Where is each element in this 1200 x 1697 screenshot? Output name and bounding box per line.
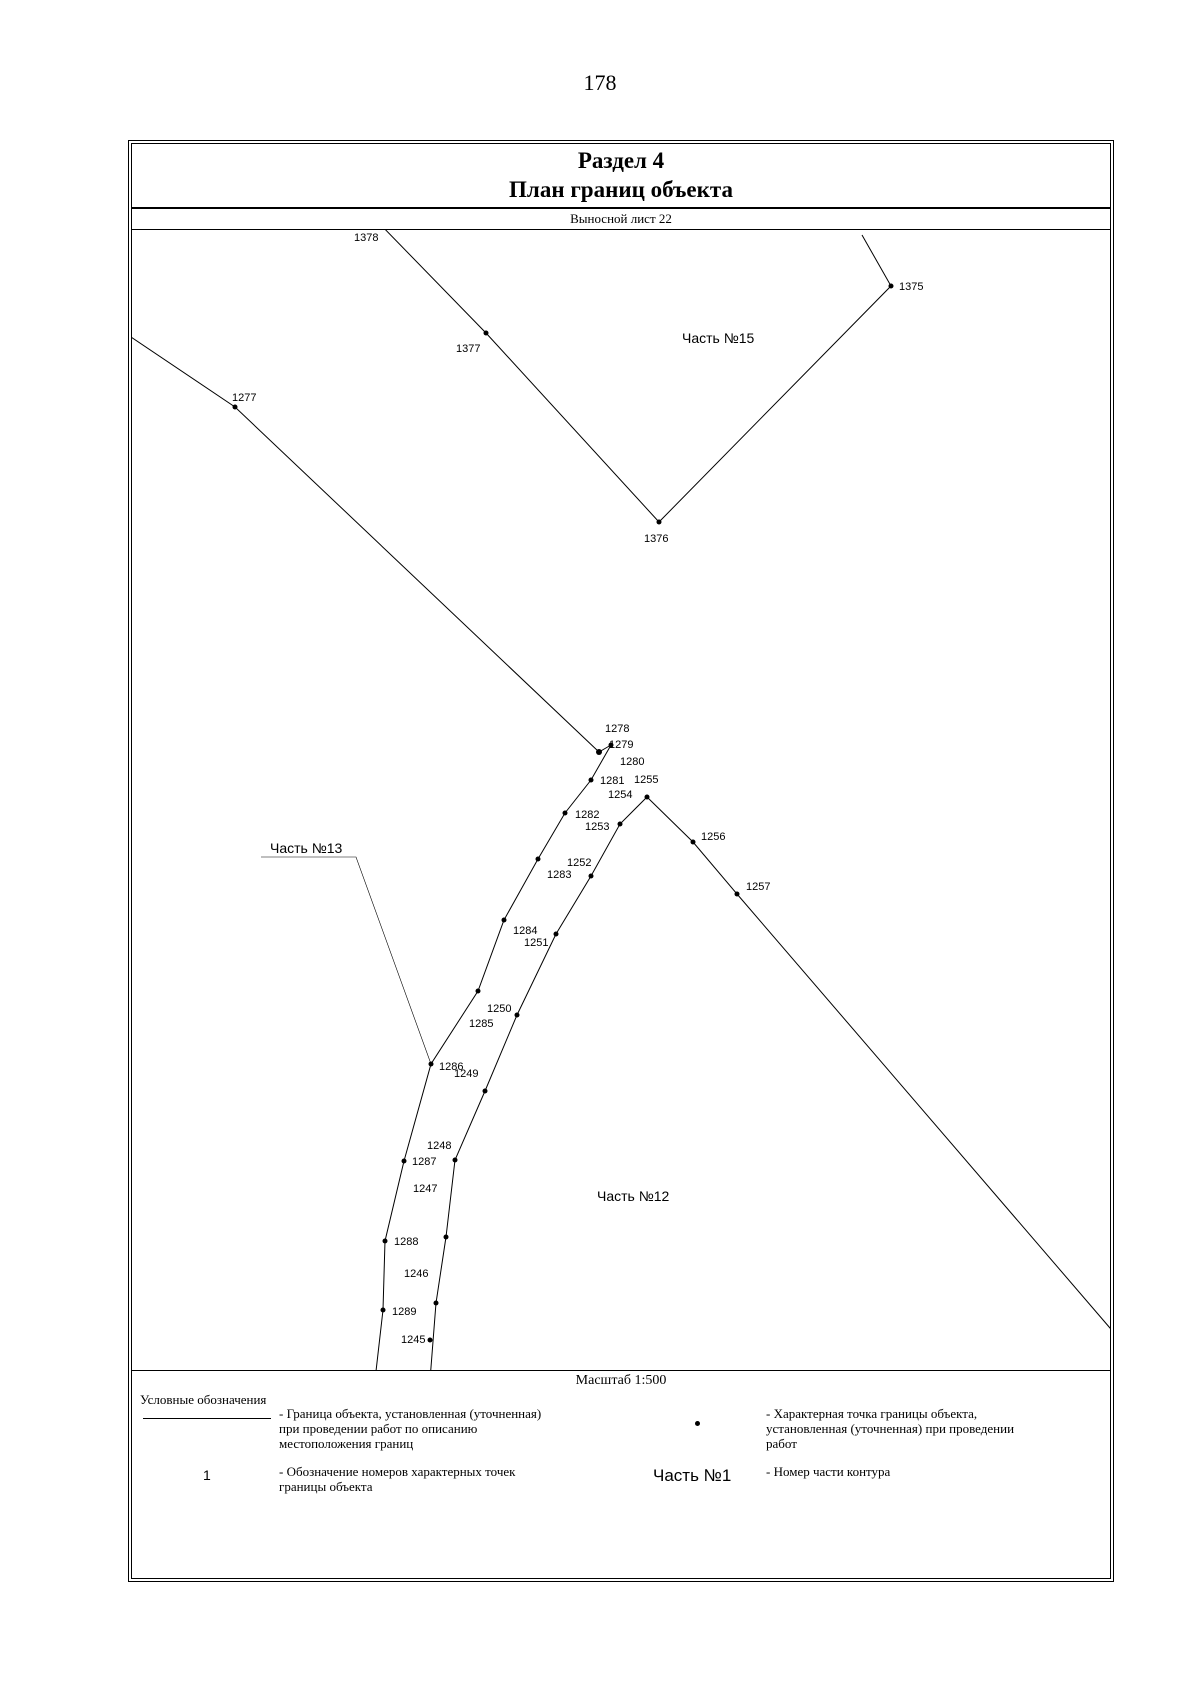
point-1256	[690, 839, 696, 845]
point-1285	[475, 988, 481, 994]
part-label-13: Часть №13	[270, 840, 343, 856]
label-1287: 1287	[412, 1156, 436, 1168]
legend-title: Условные обозначения	[140, 1392, 267, 1407]
point-1282	[562, 810, 568, 816]
label-1281: 1281	[600, 775, 624, 787]
point-1251	[553, 931, 559, 937]
label-1256: 1256	[701, 831, 725, 843]
plan-title: План границ объекта	[509, 177, 733, 202]
label-1289: 1289	[392, 1306, 416, 1318]
point-1281	[588, 777, 594, 783]
legend-part-desc: - Номер части контура	[766, 1464, 891, 1479]
legend: Условные обозначения - Граница объекта, …	[131, 1390, 1111, 1579]
part-label-12: Часть №12	[597, 1188, 670, 1204]
label-1284: 1284	[513, 925, 537, 937]
label-1257: 1257	[746, 881, 770, 893]
legend-number-desc-1: - Обозначение номеров характерных точек	[279, 1464, 516, 1479]
boundary-line-1277-1278	[131, 336, 612, 753]
legend-number-desc: - Обозначение номеров характерных точек …	[279, 1464, 515, 1494]
label-1247: 1247	[413, 1183, 437, 1195]
point-1245	[427, 1337, 433, 1343]
point-1278	[596, 749, 602, 755]
point-1249	[482, 1088, 488, 1094]
label-1251: 1251	[524, 937, 548, 949]
point-1377	[483, 330, 489, 336]
point-1376	[656, 519, 662, 525]
boundary-line-1255-1257	[646, 796, 1111, 1330]
point-1284	[501, 917, 507, 923]
legend-point-desc-3: работ	[766, 1436, 797, 1451]
point-1375	[888, 283, 894, 289]
legend-point-desc: - Характерная точка границы объекта, уст…	[766, 1406, 1014, 1451]
label-1252: 1252	[567, 857, 591, 869]
page-number: 178	[583, 70, 617, 95]
label-1376: 1376	[644, 533, 668, 545]
point-1252	[588, 873, 594, 879]
legend-number-desc-2: границы объекта	[279, 1479, 373, 1494]
point-1253	[617, 821, 623, 827]
point-1289	[380, 1307, 386, 1313]
part13-leader-line	[261, 856, 432, 1065]
label-1375: 1375	[899, 281, 923, 293]
legend-line-desc: - Граница объекта, установленная (уточне…	[279, 1406, 541, 1451]
label-1248: 1248	[427, 1140, 451, 1152]
legend-line-sample	[143, 1418, 271, 1419]
point-1283	[535, 856, 541, 862]
label-1279: 1279	[609, 739, 633, 751]
point-1286	[428, 1061, 434, 1067]
label-1285: 1285	[469, 1018, 493, 1030]
legend-line-desc-2: при проведении работ по описанию	[279, 1421, 478, 1436]
point-1288	[382, 1238, 388, 1244]
boundary-line-part15-left	[385, 230, 660, 523]
label-1245: 1245	[401, 1334, 425, 1346]
point-1255	[644, 794, 650, 800]
legend-point-sample	[695, 1421, 700, 1426]
point-1248	[452, 1157, 458, 1163]
legend-point-desc-1: - Характерная точка границы объекта,	[766, 1406, 978, 1421]
sheet-label: Выносной лист 22	[131, 210, 1111, 230]
point-1247	[443, 1234, 449, 1240]
legend-part-sample: Часть №1	[653, 1466, 732, 1485]
legend-number-sample: 1	[203, 1467, 211, 1483]
boundary-line-part15-right	[658, 234, 892, 523]
point-1246	[433, 1300, 439, 1306]
label-1255: 1255	[634, 774, 658, 786]
label-1280: 1280	[620, 756, 644, 768]
label-1254: 1254	[608, 789, 632, 801]
boundary-line-part13-inner	[430, 796, 648, 1370]
label-1283: 1283	[547, 869, 571, 881]
scale-label: Масштаб 1:500	[131, 1370, 1111, 1390]
part-label-15: Часть №15	[682, 330, 755, 346]
label-1278: 1278	[605, 723, 629, 735]
section-title: Раздел 4	[577, 148, 665, 173]
point-1257	[734, 891, 740, 897]
label-1282: 1282	[575, 809, 599, 821]
label-1246: 1246	[404, 1268, 428, 1280]
label-1377: 1377	[456, 343, 480, 355]
boundary-map: 1378 1375 1377 1376 1277 1278 1279 1280 …	[131, 230, 1111, 1370]
legend-line-desc-1: - Граница объекта, установленная (уточне…	[279, 1406, 542, 1421]
label-1250: 1250	[487, 1003, 511, 1015]
point-1280	[608, 742, 614, 748]
map-area: 1378 1375 1377 1376 1277 1278 1279 1280 …	[131, 230, 1111, 1370]
sheet-frame	[128, 140, 1114, 1582]
label-1288: 1288	[394, 1236, 418, 1248]
point-1277	[232, 404, 238, 410]
label-1249: 1249	[454, 1068, 478, 1080]
legend-point-desc-2: установленная (уточненная) при проведени…	[766, 1421, 1015, 1436]
point-1250	[514, 1012, 520, 1018]
point-1287	[401, 1158, 407, 1164]
label-1378: 1378	[354, 232, 378, 244]
label-1277: 1277	[232, 392, 256, 404]
label-1286: 1286	[439, 1061, 463, 1073]
title-block: Раздел 4 План границ объекта	[131, 143, 1111, 209]
label-1253: 1253	[585, 821, 609, 833]
legend-line-desc-3: местоположения границ	[279, 1436, 414, 1451]
